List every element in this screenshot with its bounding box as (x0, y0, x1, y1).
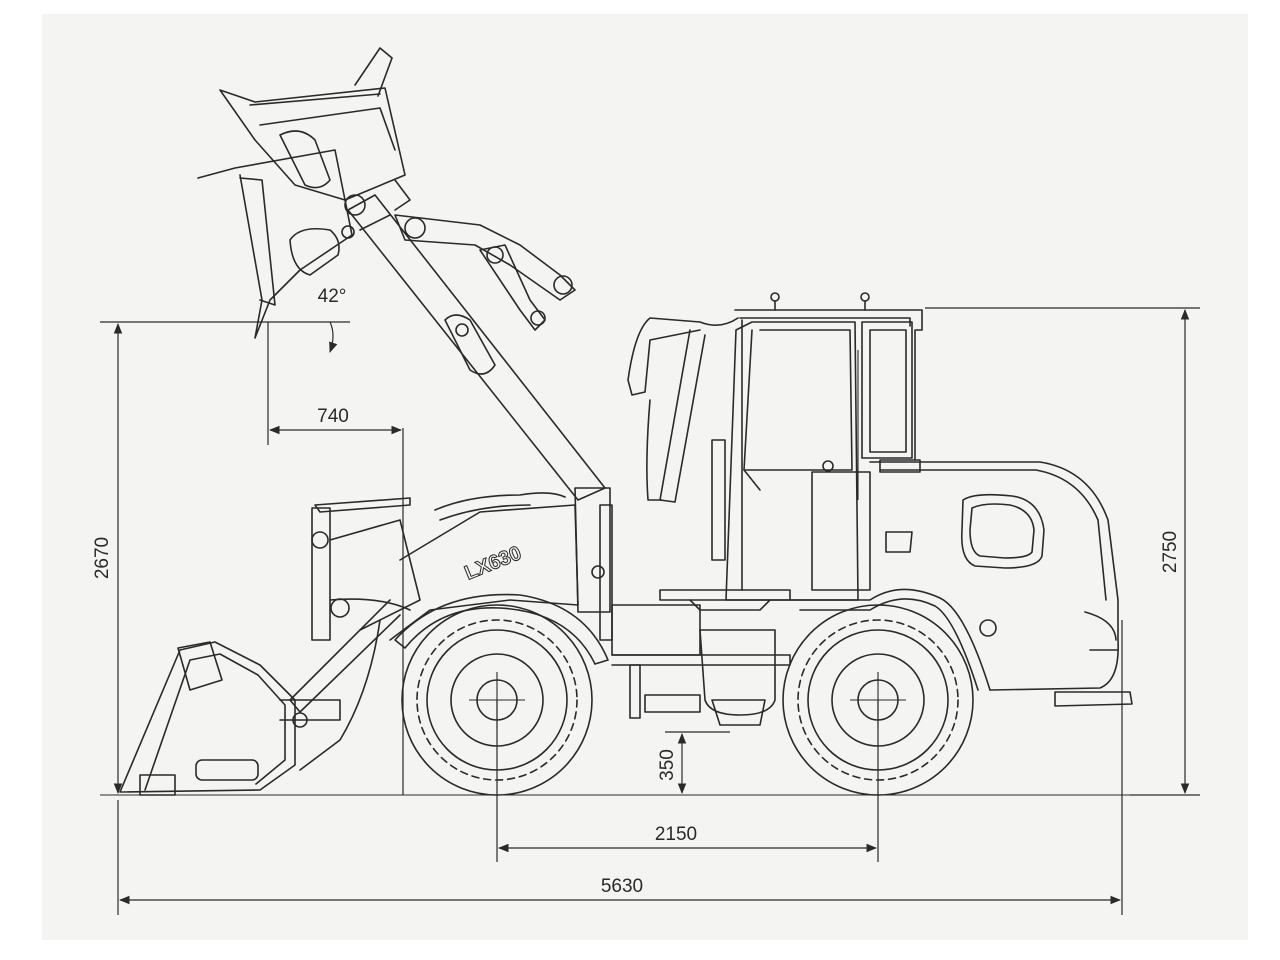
front-frame: LX630 (389, 492, 605, 641)
operator-cab (627, 292, 923, 611)
cab-height-label: 2750 (1160, 531, 1181, 573)
brand-lettering: LX630 (462, 542, 525, 584)
dim-cab-height: 2750 (925, 307, 1200, 796)
dim-overall-length: 5630 (117, 620, 1123, 915)
chassis-frame (574, 471, 991, 726)
lowered-bucket (119, 641, 341, 796)
dump-angle-label: 42° (318, 286, 347, 307)
engine-hood (869, 459, 1133, 707)
dump-reach-label: 740 (317, 406, 349, 427)
overall-length-label: 5630 (601, 876, 643, 897)
dim-wheelbase: 2150 (496, 700, 879, 862)
front-wheel (394, 593, 609, 796)
raised-bucket (197, 47, 411, 339)
dim-dump-angle: 42° (318, 286, 347, 354)
dump-height-label: 2670 (92, 537, 113, 579)
raised-boom (347, 194, 606, 501)
dim-ground-clearance: 350 (657, 731, 730, 795)
drawing-sheet (42, 14, 1248, 940)
wheelbase-label: 2150 (655, 824, 697, 845)
ground-clearance-label: 350 (657, 749, 678, 781)
dim-dump-reach: 740 (267, 322, 404, 795)
dim-dump-height: 2670 (92, 321, 350, 795)
